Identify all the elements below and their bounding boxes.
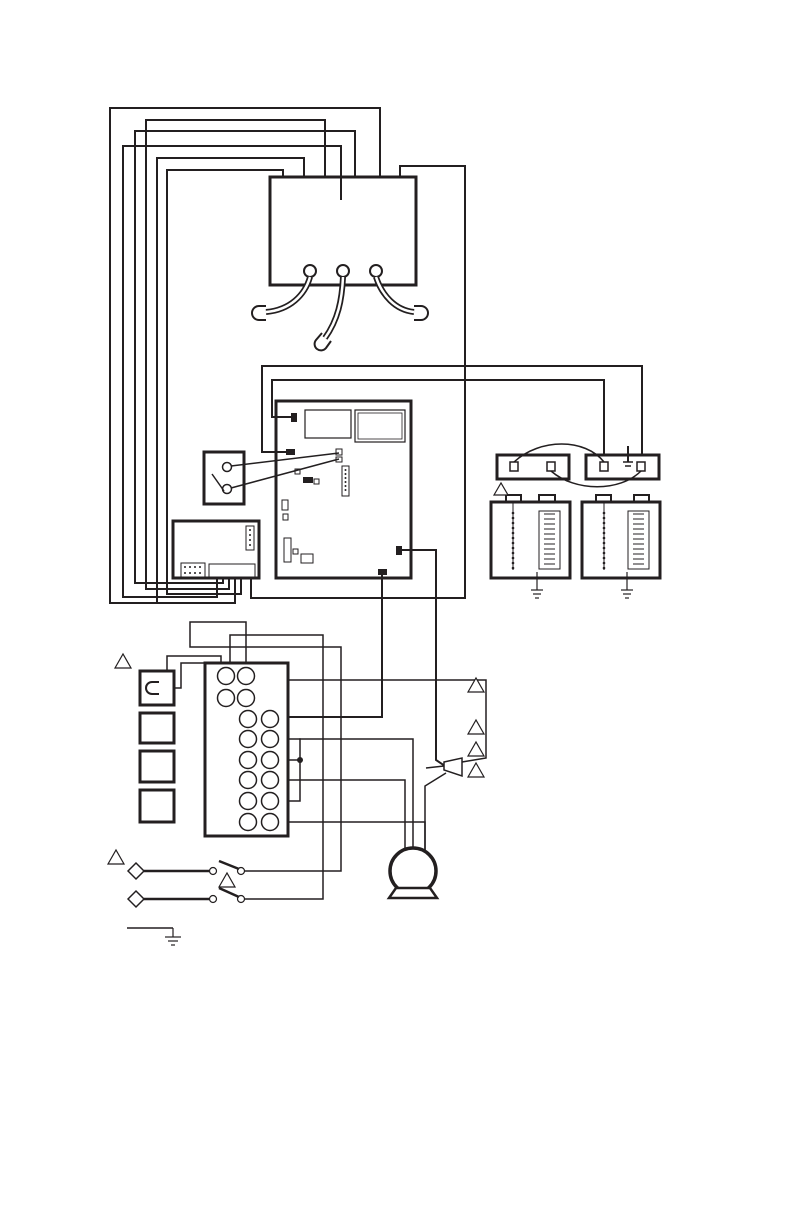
terminal-post <box>240 814 257 831</box>
terminal-post <box>218 690 235 707</box>
terminal-post <box>262 772 279 789</box>
cell-terminal-dot <box>512 522 515 525</box>
battery-2 <box>582 495 660 578</box>
cell-terminal-dot <box>603 512 606 515</box>
fuse-holder-3 <box>140 751 174 782</box>
warning-triangle-icon <box>219 873 235 887</box>
fuse-holders <box>140 671 174 822</box>
cell-terminal-dot <box>512 512 515 515</box>
terminal-post <box>262 793 279 810</box>
warning-triangle-icon <box>468 742 484 756</box>
cell-terminal-dot <box>603 527 606 530</box>
cell-terminal-dot <box>603 522 606 525</box>
terminal-strip-board <box>173 521 259 578</box>
ac-disconnect-switch-2 <box>219 888 239 897</box>
battery-connection-bar <box>497 444 659 487</box>
cell-terminal-dot <box>603 547 606 550</box>
warning-triangle-icon <box>468 720 484 734</box>
terminal-post <box>238 668 255 685</box>
probe-clip-left <box>252 306 266 320</box>
cell-terminal-dot <box>603 567 606 570</box>
warning-triangle-icon <box>468 763 484 777</box>
cell-terminal-dot <box>603 552 606 555</box>
ac-disconnect-switch-1 <box>219 861 239 869</box>
cell-terminal-dot <box>603 537 606 540</box>
terminal-post <box>240 752 257 769</box>
battery-2-cell-stack <box>628 511 649 569</box>
warning-triangle-icon <box>115 654 131 668</box>
cell-terminal-dot <box>512 517 515 520</box>
terminal-post <box>218 668 235 685</box>
warning-triangle-icon <box>108 850 124 864</box>
junction-dot <box>297 757 303 763</box>
cell-terminal-dot <box>512 537 515 540</box>
ac-line-plug-2 <box>128 891 144 907</box>
cell-terminal-dot <box>603 532 606 535</box>
ac-line-plug-1 <box>128 863 144 879</box>
cell-terminal-dot <box>512 527 515 530</box>
electric-motor <box>389 773 446 898</box>
battery-1 <box>491 495 570 578</box>
terminal-post <box>262 711 279 728</box>
terminal-post <box>240 793 257 810</box>
cell-terminal-dot <box>512 567 515 570</box>
cell-terminal-dot <box>512 552 515 555</box>
terminal-post <box>262 752 279 769</box>
ground-symbol <box>127 928 181 945</box>
terminal-post <box>240 772 257 789</box>
terminal-post <box>262 814 279 831</box>
terminal-post <box>238 690 255 707</box>
probe-clip-right <box>414 306 428 320</box>
warning-triangle-icon <box>494 483 508 495</box>
cell-terminal-dot <box>512 557 515 560</box>
cell-terminal-dot <box>512 562 515 565</box>
cell-terminal-dot <box>512 542 515 545</box>
fuse-holder-2 <box>140 713 174 743</box>
terminal-post <box>240 731 257 748</box>
fuse-holder-4 <box>140 790 174 822</box>
terminal-block <box>205 663 303 836</box>
top-control-box <box>252 177 428 350</box>
main-control-board <box>276 401 411 578</box>
cell-terminal-dot <box>512 532 515 535</box>
cell-terminal-dot <box>603 557 606 560</box>
terminal-post <box>262 731 279 748</box>
battery-1-cell-stack <box>539 511 560 569</box>
cell-terminal-dot <box>603 562 606 565</box>
cell-terminal-dot <box>603 517 606 520</box>
pressure-switch <box>426 758 462 776</box>
cell-terminal-dot <box>512 547 515 550</box>
cell-terminal-dot <box>603 542 606 545</box>
terminal-post <box>240 711 257 728</box>
